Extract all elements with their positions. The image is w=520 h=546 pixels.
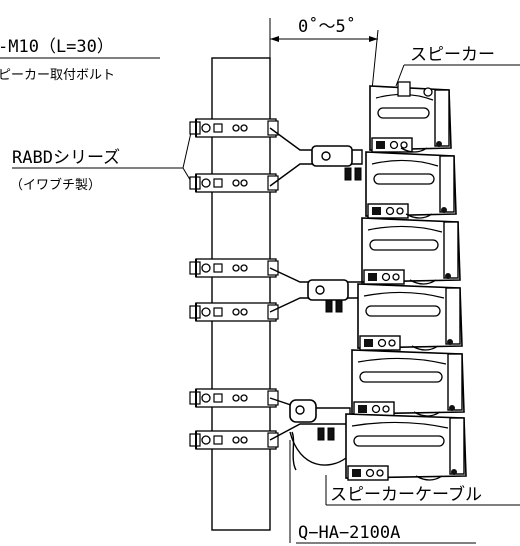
speaker-top-bolt: [423, 87, 433, 97]
pole: [211, 57, 271, 531]
speaker-enclosure: [357, 283, 463, 351]
band-clamp: [189, 388, 279, 408]
support-arm-bottom: [269, 397, 351, 441]
angle-arrow-left: [270, 36, 279, 42]
band-clamp: [189, 302, 279, 322]
support-arm-middle: [269, 267, 363, 313]
speaker-enclosure: [365, 151, 457, 219]
cable-drop: [291, 431, 297, 471]
band-clamp: [189, 430, 279, 450]
speaker-leader: [395, 64, 405, 87]
angle-tilt-line: [371, 29, 379, 91]
speaker-top-cap: [397, 81, 411, 97]
speaker-enclosure: [351, 349, 465, 417]
angle-arrow-right: [369, 36, 378, 42]
bolt-sub-label: ピーカー取付ボルト: [0, 68, 115, 83]
rabd-label: RABDシリーズ: [12, 148, 120, 168]
rabd-sub-label: （イワブチ製）: [10, 177, 101, 193]
band-clamp: [189, 173, 279, 193]
speaker-enclosure: [369, 85, 452, 153]
bolt-label: -M10（L=30）: [0, 37, 114, 57]
band-clamp: [189, 258, 279, 278]
model-label: Q−HA−2100A: [298, 523, 400, 543]
cable-label: スピーカーケーブル: [330, 484, 482, 505]
angle-label: 0˚～5˚: [298, 16, 356, 37]
rabd-leader-1: [182, 127, 193, 169]
band-clamps: [189, 118, 279, 450]
support-arm-top: [269, 127, 363, 187]
speaker-column: [345, 81, 467, 481]
speaker-label: スピーカー: [410, 45, 495, 65]
band-clamp: [189, 118, 279, 138]
speaker-enclosure: [345, 413, 467, 481]
speaker-enclosure: [361, 217, 461, 285]
